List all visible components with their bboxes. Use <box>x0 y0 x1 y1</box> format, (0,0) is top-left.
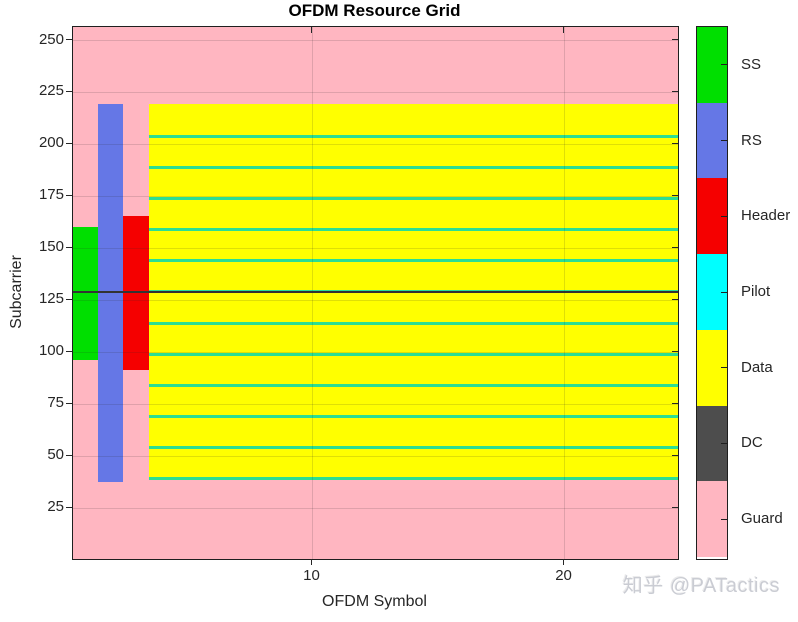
x-tick-label: 20 <box>555 567 572 584</box>
colorbar-tick <box>721 140 727 142</box>
dc-line <box>73 290 678 293</box>
gridline-y <box>73 351 678 353</box>
legend-label-dc: DC <box>741 434 763 452</box>
pilot-row <box>148 165 678 169</box>
y-tick-label: 200 <box>38 134 64 152</box>
colorbar-tick <box>721 442 727 444</box>
plot-area <box>72 26 679 560</box>
y-tick-label: 175 <box>38 186 64 204</box>
y-tick <box>66 246 72 248</box>
pilot-row <box>148 446 678 450</box>
y-tick <box>66 506 72 508</box>
colorbar-tick <box>721 367 727 369</box>
colorbar-tick <box>721 215 727 217</box>
y-tick-right <box>672 142 678 144</box>
y-tick-label: 100 <box>38 342 64 360</box>
y-tick <box>66 39 72 40</box>
y-tick-right <box>672 350 678 352</box>
legend-label-pilot: Pilot <box>741 283 771 300</box>
y-tick-label: 25 <box>47 498 64 516</box>
watermark: 知乎 @PATactics <box>622 575 780 597</box>
y-tick <box>66 454 72 456</box>
legend-label-header: Header <box>741 207 791 225</box>
colorbar-tick <box>721 518 727 520</box>
region-header <box>123 216 149 370</box>
y-tick <box>66 194 72 196</box>
y-tick-right <box>672 246 678 248</box>
pilot-row <box>148 321 678 325</box>
y-tick-label: 50 <box>47 446 64 464</box>
x-tick-label: 10 <box>303 567 320 584</box>
gridline-y <box>73 507 678 509</box>
gridline-x <box>564 27 566 559</box>
y-tick-right <box>672 454 678 456</box>
gridline-y <box>73 40 678 41</box>
gridline-y <box>73 299 678 301</box>
pilot-row <box>148 259 678 263</box>
pilot-row <box>148 196 678 200</box>
colorbar-tick <box>721 64 727 66</box>
y-tick-right <box>672 194 678 196</box>
pilot-row <box>148 228 678 232</box>
y-tick <box>66 298 72 300</box>
y-tick-label: 225 <box>38 82 64 100</box>
y-tick <box>66 142 72 144</box>
colorbar-tick <box>721 291 727 293</box>
y-tick-label: 75 <box>47 394 64 412</box>
x-tick <box>563 559 565 565</box>
legend-label-rs: RS <box>741 131 762 149</box>
y-tick-right <box>672 90 678 92</box>
pilot-row <box>148 383 678 387</box>
y-tick-right <box>672 506 678 508</box>
y-tick <box>66 350 72 352</box>
x-tick-top <box>563 27 565 33</box>
pilot-row <box>148 415 678 419</box>
x-tick-top <box>310 27 312 33</box>
x-tick <box>310 559 312 565</box>
y-tick <box>66 90 72 92</box>
gridline-y <box>73 91 678 93</box>
gridline-y <box>73 143 678 145</box>
gridline-y <box>73 455 678 457</box>
y-tick-right <box>672 39 678 40</box>
region-ss <box>73 226 99 360</box>
gridline-x <box>311 27 313 559</box>
legend-label-data: Data <box>741 358 773 376</box>
pilot-row <box>148 477 678 481</box>
legend-label-guard: Guard <box>741 510 783 528</box>
y-tick-label: 250 <box>38 30 64 48</box>
y-tick-label: 150 <box>38 238 64 256</box>
gridline-y <box>73 247 678 249</box>
y-tick-right <box>672 402 678 404</box>
colorbar <box>696 26 728 560</box>
pilot-row <box>148 352 678 356</box>
x-axis-label: OFDM Symbol <box>322 593 427 610</box>
gridline-y <box>73 403 678 405</box>
pilot-row <box>148 134 678 138</box>
y-tick <box>66 402 72 404</box>
chart-title: OFDM Resource Grid <box>288 1 461 20</box>
gridline-y <box>73 195 678 197</box>
y-tick-label: 125 <box>38 290 64 308</box>
legend-label-ss: SS <box>741 55 762 73</box>
y-tick-right <box>672 298 678 300</box>
region-rs <box>98 103 124 483</box>
